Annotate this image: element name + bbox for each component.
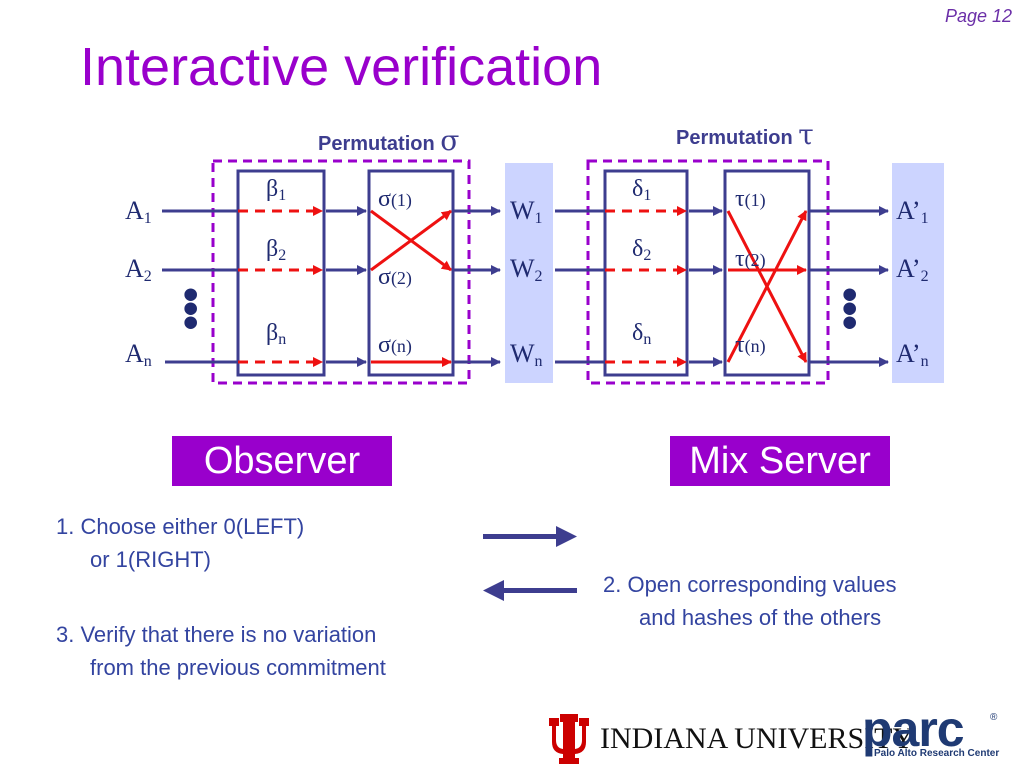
w-label-2: W2 — [510, 254, 543, 285]
step-3-text: 3. Verify that there is no variation fro… — [56, 618, 386, 684]
input-label-an: An — [125, 339, 152, 370]
output-label-n: A’n — [896, 339, 929, 370]
output-label-2: A’2 — [896, 254, 929, 285]
left-arrow-icon — [483, 580, 577, 601]
mix-server-badge: Mix Server — [670, 436, 890, 486]
sigma-2: σ(2) — [378, 264, 412, 290]
sigma-1: σ(1) — [378, 186, 412, 212]
indiana-university-trident-icon — [549, 714, 589, 764]
sigma-permutation-box — [211, 159, 471, 385]
w-column-highlight — [505, 163, 553, 383]
beta-1: β1 — [266, 176, 287, 204]
delta-2: δ2 — [632, 236, 652, 264]
tau-n: τ(n) — [735, 332, 766, 358]
tau-box — [723, 169, 811, 377]
delta-n: δn — [632, 320, 652, 348]
page-number: Page 12 — [944, 6, 1012, 26]
slide-title: Interactive verification — [80, 37, 603, 97]
input-ellipsis: ••• — [183, 270, 199, 347]
observer-badge: Observer — [172, 436, 392, 486]
permutation-tau-label: Permutation τ — [676, 118, 814, 151]
w-label-1: W1 — [510, 196, 543, 227]
step-2-line-2: and hashes of the others — [639, 605, 882, 630]
step-3-line-2: from the previous commitment — [90, 655, 386, 680]
beta-box — [236, 169, 326, 377]
sigma-box — [367, 169, 455, 377]
sigma-n: σ(n) — [378, 332, 412, 358]
exchange-arrows — [483, 526, 577, 601]
tau-permutation-box — [586, 159, 830, 385]
right-arrow-icon — [483, 526, 577, 547]
tau-2: τ(2) — [735, 246, 766, 272]
delta-1: δ1 — [632, 176, 652, 204]
delta-box — [603, 169, 689, 377]
registered-mark: ® — [990, 712, 998, 723]
sigma-symbol: σ — [440, 124, 460, 157]
permutation-sigma-text: Permutation — [318, 133, 435, 155]
tau-cross-n-1 — [726, 210, 808, 363]
step-1-text: 1. Choose either 0(LEFT) or 1(RIGHT) — [56, 510, 304, 576]
output-label-1: A’1 — [896, 196, 929, 227]
step-1-line-1: 1. Choose either 0(LEFT) — [56, 514, 305, 539]
beta-n: βn — [266, 320, 287, 348]
input-label-a1: A1 — [125, 196, 152, 227]
sigma-cross-2-1 — [370, 209, 452, 272]
tau-symbol: τ — [798, 118, 814, 151]
indiana-university-logo-text: INDIANA UNIVERSITY — [600, 722, 915, 755]
permutation-sigma-label: Permutation σ — [318, 124, 459, 157]
parc-logo-subtitle: Palo Alto Research Center — [874, 748, 1000, 759]
parc-logo: parc — [862, 701, 965, 757]
step-1-line-2: or 1(RIGHT) — [90, 547, 211, 572]
tau-1: τ(1) — [735, 186, 766, 212]
step-2-line-1: 2. Open corresponding values — [603, 572, 897, 597]
output-ellipsis: ••• — [842, 270, 858, 347]
output-column-highlight — [892, 163, 944, 383]
permutation-tau-text: Permutation — [676, 127, 793, 149]
mixnet-diagram — [162, 159, 944, 385]
w-label-n: Wn — [510, 339, 543, 370]
step-3-line-1: 3. Verify that there is no variation — [56, 622, 377, 647]
beta-2: β2 — [266, 236, 287, 264]
step-2-text: 2. Open corresponding values and hashes … — [603, 568, 897, 634]
input-label-a2: A2 — [125, 254, 152, 285]
